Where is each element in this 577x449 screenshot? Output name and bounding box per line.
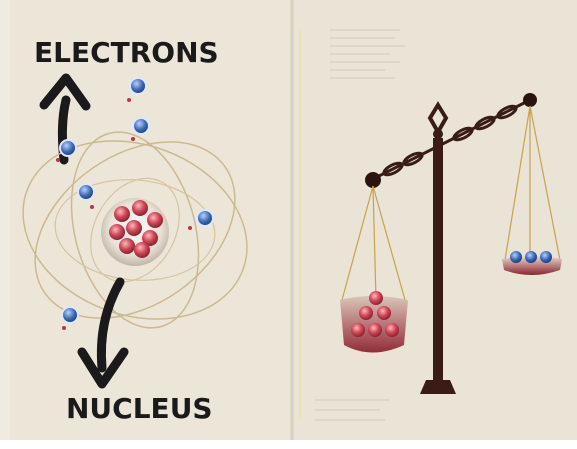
right-pan-electrons (510, 251, 552, 263)
label-electrons: ELECTRONS (34, 36, 219, 69)
bottom-border (0, 440, 577, 449)
scale-pillar (433, 138, 443, 386)
scale-base (420, 380, 456, 394)
label-nucleus: NUCLEUS (66, 392, 213, 425)
